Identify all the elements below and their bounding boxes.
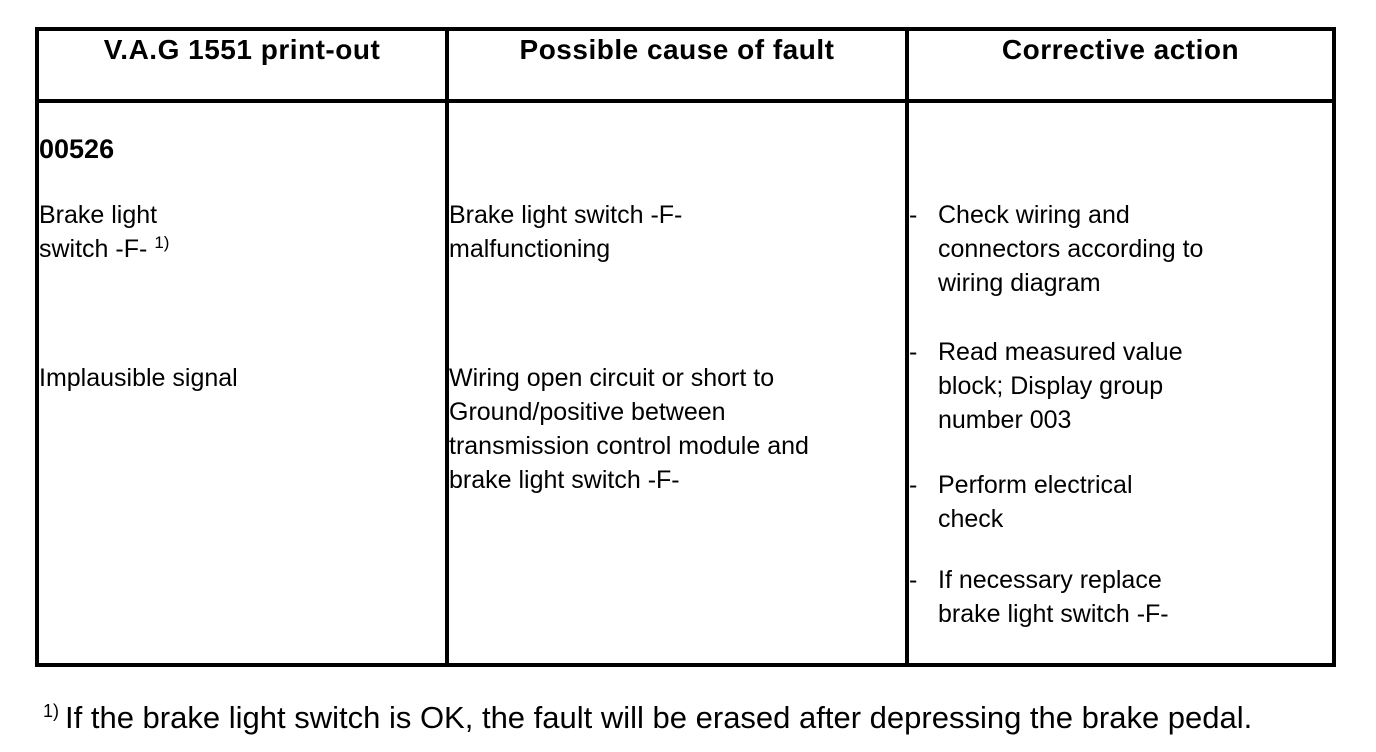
cell-possible-cause: Brake light switch -F- malfunctioning Wi… — [445, 99, 909, 667]
fault-code: 00526 — [39, 134, 115, 164]
cause-line: Wiring open circuit or short to — [449, 364, 775, 392]
fault-diagnosis-table: V.A.G 1551 print-out Possible cause of f… — [35, 27, 1336, 667]
table-header-row: V.A.G 1551 print-out Possible cause of f… — [35, 27, 1336, 103]
cell-vag-printout: 00526 Brake light switch -F- 1) Implausib… — [35, 99, 449, 667]
cause-line: Ground/positive between — [449, 398, 726, 426]
cause-line: malfunctioning — [449, 235, 611, 263]
action-line: connectors according to — [938, 235, 1204, 263]
action-text: If necessary replace brake light switch … — [938, 563, 1169, 631]
action-line: wiring diagram — [938, 269, 1101, 297]
fault-symptom: Implausible signal — [39, 364, 238, 392]
action-text: Read measured value block; Display group… — [938, 335, 1183, 437]
footnote-ref-marker: 1) — [43, 700, 60, 721]
action-line: Perform electrical — [938, 471, 1133, 499]
cause-item: Wiring open circuit or short to Ground/p… — [449, 361, 905, 497]
action-line: brake light switch -F- — [938, 600, 1169, 628]
column-header-possible-cause: Possible cause of fault — [445, 27, 909, 103]
dash-bullet: - — [909, 201, 918, 229]
action-item: - Check wiring and connectors according … — [909, 198, 1332, 300]
cell-corrective-action: - Check wiring and connectors according … — [905, 99, 1336, 667]
fault-source-line: Brake light — [39, 201, 158, 229]
fault-row: 00526 Brake light switch -F- 1) Implausib… — [35, 99, 1336, 667]
action-item: - Read measured value block; Display gro… — [909, 335, 1332, 437]
footnote-ref-marker: 1) — [154, 232, 170, 252]
cause-line: Brake light switch -F- — [449, 201, 683, 229]
dash-bullet: - — [909, 566, 918, 594]
fault-source-text: switch -F- — [39, 235, 148, 263]
action-item: - Perform electrical check — [909, 468, 1332, 536]
cause-item: Brake light switch -F- malfunctioning — [449, 198, 905, 266]
action-line: If necessary replace — [938, 566, 1162, 594]
action-line: Read measured value — [938, 338, 1183, 366]
action-line: number 003 — [938, 406, 1072, 434]
fault-source: Brake light switch -F- 1) — [39, 198, 445, 266]
cause-line: brake light switch -F- — [449, 466, 680, 494]
action-list: - Check wiring and connectors according … — [909, 198, 1332, 631]
action-text: Perform electrical check — [938, 468, 1133, 536]
column-header-corrective-action: Corrective action — [905, 27, 1336, 103]
footnote: 1)If the brake light switch is OK, the f… — [43, 700, 1252, 736]
action-line: block; Display group — [938, 372, 1164, 400]
column-header-vag-printout: V.A.G 1551 print-out — [35, 27, 449, 103]
cause-line: transmission control module and — [449, 432, 809, 460]
footnote-text: If the brake light switch is OK, the fau… — [65, 700, 1253, 735]
fault-source-line: switch -F- 1) — [39, 232, 445, 266]
action-text: Check wiring and connectors according to… — [938, 198, 1203, 300]
dash-bullet: - — [909, 338, 918, 366]
dash-bullet: - — [909, 471, 918, 499]
action-line: check — [938, 505, 1004, 533]
action-line: Check wiring and — [938, 201, 1130, 229]
action-item: - If necessary replace brake light switc… — [909, 563, 1332, 631]
